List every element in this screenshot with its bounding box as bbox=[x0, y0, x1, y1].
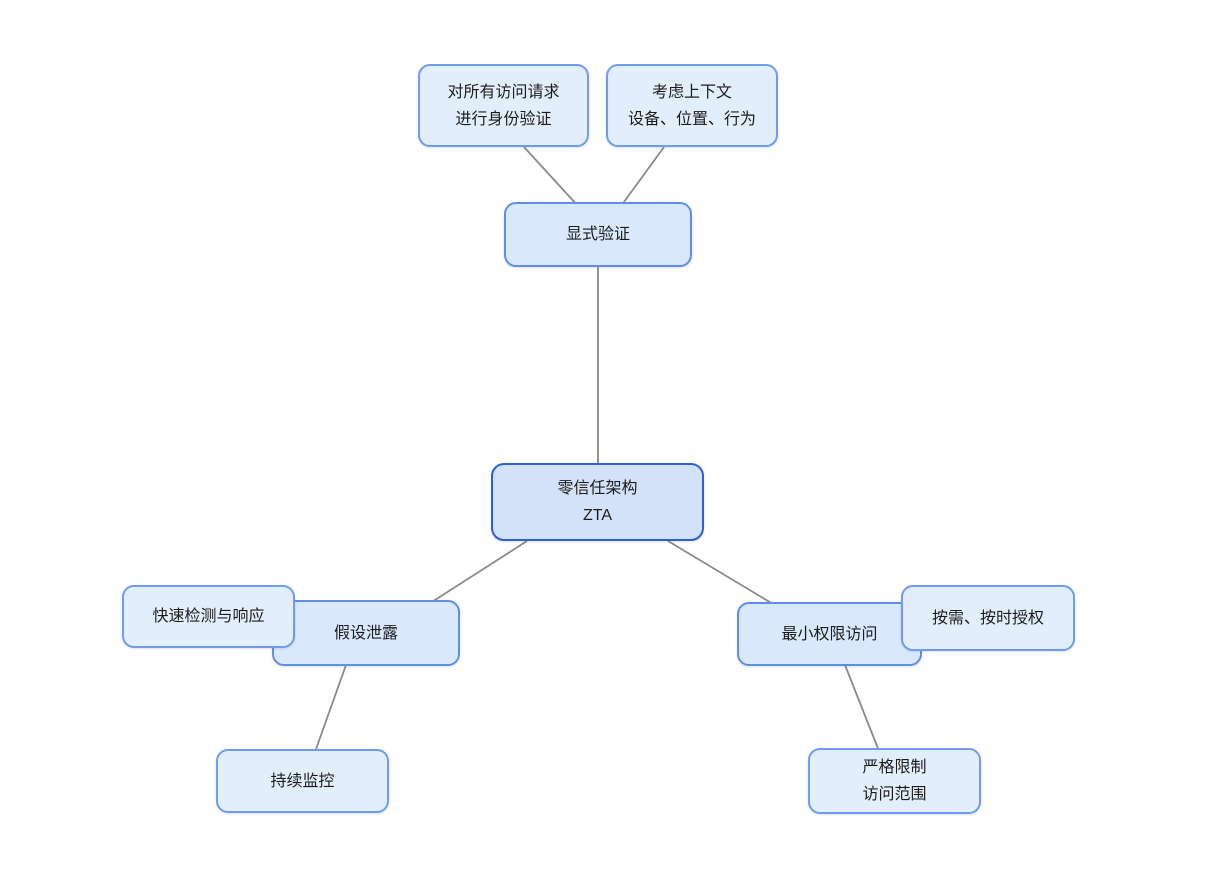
node-consider-context-line2: 设备、位置、行为 bbox=[627, 110, 756, 128]
connector-assume-breach-to-monitor bbox=[314, 664, 347, 753]
node-verify-all-requests[interactable]: 对所有访问请求 进行身份验证 bbox=[418, 64, 589, 147]
connector-root-to-least-priv bbox=[667, 540, 779, 608]
node-least-privilege-access-label: 最小权限访问 bbox=[781, 625, 878, 643]
node-verify-all-requests-line1: 对所有访问请求 bbox=[447, 83, 560, 101]
node-assume-breach[interactable]: 假设泄露 bbox=[272, 600, 460, 666]
connector-least-priv-to-strict-scope bbox=[844, 664, 880, 752]
node-verify-all-requests-line2: 进行身份验证 bbox=[455, 110, 552, 128]
node-explicit-verification[interactable]: 显式验证 bbox=[504, 202, 692, 267]
node-assume-breach-label: 假设泄露 bbox=[333, 624, 398, 642]
node-least-privilege-access[interactable]: 最小权限访问 bbox=[737, 602, 922, 666]
node-fast-detection-response[interactable]: 快速检测与响应 bbox=[122, 585, 295, 648]
node-strict-access-scope-line1: 严格限制 bbox=[862, 759, 927, 776]
node-on-demand-authorization-label: 按需、按时授权 bbox=[931, 609, 1044, 627]
connector-context-to-explicit bbox=[620, 146, 665, 207]
connector-verify-all-to-explicit bbox=[523, 146, 579, 207]
node-strict-access-scope-line2: 访问范围 bbox=[862, 786, 927, 803]
connector-root-to-assume-breach bbox=[423, 540, 528, 608]
node-root-line1: 零信任架构 bbox=[557, 480, 638, 497]
node-consider-context[interactable]: 考虑上下文 设备、位置、行为 bbox=[606, 64, 778, 147]
node-on-demand-authorization[interactable]: 按需、按时授权 bbox=[901, 585, 1075, 651]
node-consider-context-line1: 考虑上下文 bbox=[651, 83, 732, 101]
node-fast-detection-response-label: 快速检测与响应 bbox=[152, 608, 265, 625]
node-explicit-verification-label: 显式验证 bbox=[565, 226, 630, 243]
node-continuous-monitoring[interactable]: 持续监控 bbox=[216, 749, 389, 813]
node-continuous-monitoring-label: 持续监控 bbox=[270, 772, 335, 790]
node-root-zero-trust-architecture[interactable]: 零信任架构 ZTA bbox=[491, 463, 704, 541]
node-root-line2: ZTA bbox=[582, 507, 613, 524]
node-strict-access-scope[interactable]: 严格限制 访问范围 bbox=[808, 748, 981, 814]
